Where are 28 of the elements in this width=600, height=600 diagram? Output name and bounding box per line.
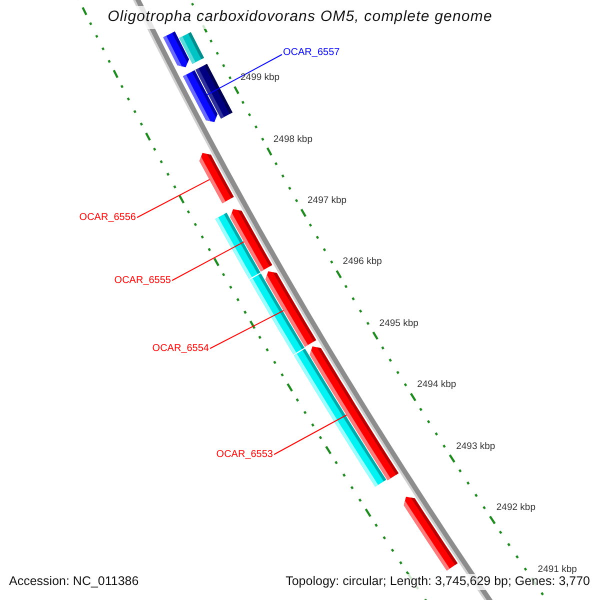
scale-label: 2496 kbp [342, 257, 382, 268]
genome-info-text: Topology: circular; Length: 3,745,629 bp; Genes: 3,770 [284, 574, 592, 590]
scale-label: 2493 kbp [456, 442, 496, 452]
leader-line [136, 179, 210, 218]
scale-label: 2492 kbp [496, 503, 536, 514]
leader-line [274, 414, 347, 455]
gene-bar [250, 274, 304, 354]
scale-label: 2498 kbp [273, 134, 312, 145]
leader-line [210, 310, 284, 349]
gene-label: OCAR_6553 [216, 449, 273, 460]
gene-bar [215, 212, 260, 279]
scale-label: 2495 kbp [379, 318, 418, 330]
scale-label: 2499 kbp [240, 73, 280, 84]
gene-bar [196, 64, 232, 119]
gene-label: OCAR_6556 [79, 212, 136, 223]
gene-label: OCAR_6554 [152, 343, 209, 354]
scale-label: 2497 kbp [308, 196, 347, 206]
scale-label: 2494 kbp [417, 380, 456, 391]
gene-label: OCAR_6555 [114, 275, 171, 286]
gene-feature [404, 496, 458, 571]
accession-text: Accession: NC_011386 [7, 574, 141, 590]
gene-label: OCAR_6557 [283, 47, 340, 58]
leader-line [206, 54, 282, 96]
gene-bar [294, 348, 386, 487]
gene-bar [179, 32, 204, 64]
leader-line [172, 241, 244, 281]
scale-label: 2491 kbp [538, 564, 577, 575]
gene-feature [199, 152, 234, 204]
